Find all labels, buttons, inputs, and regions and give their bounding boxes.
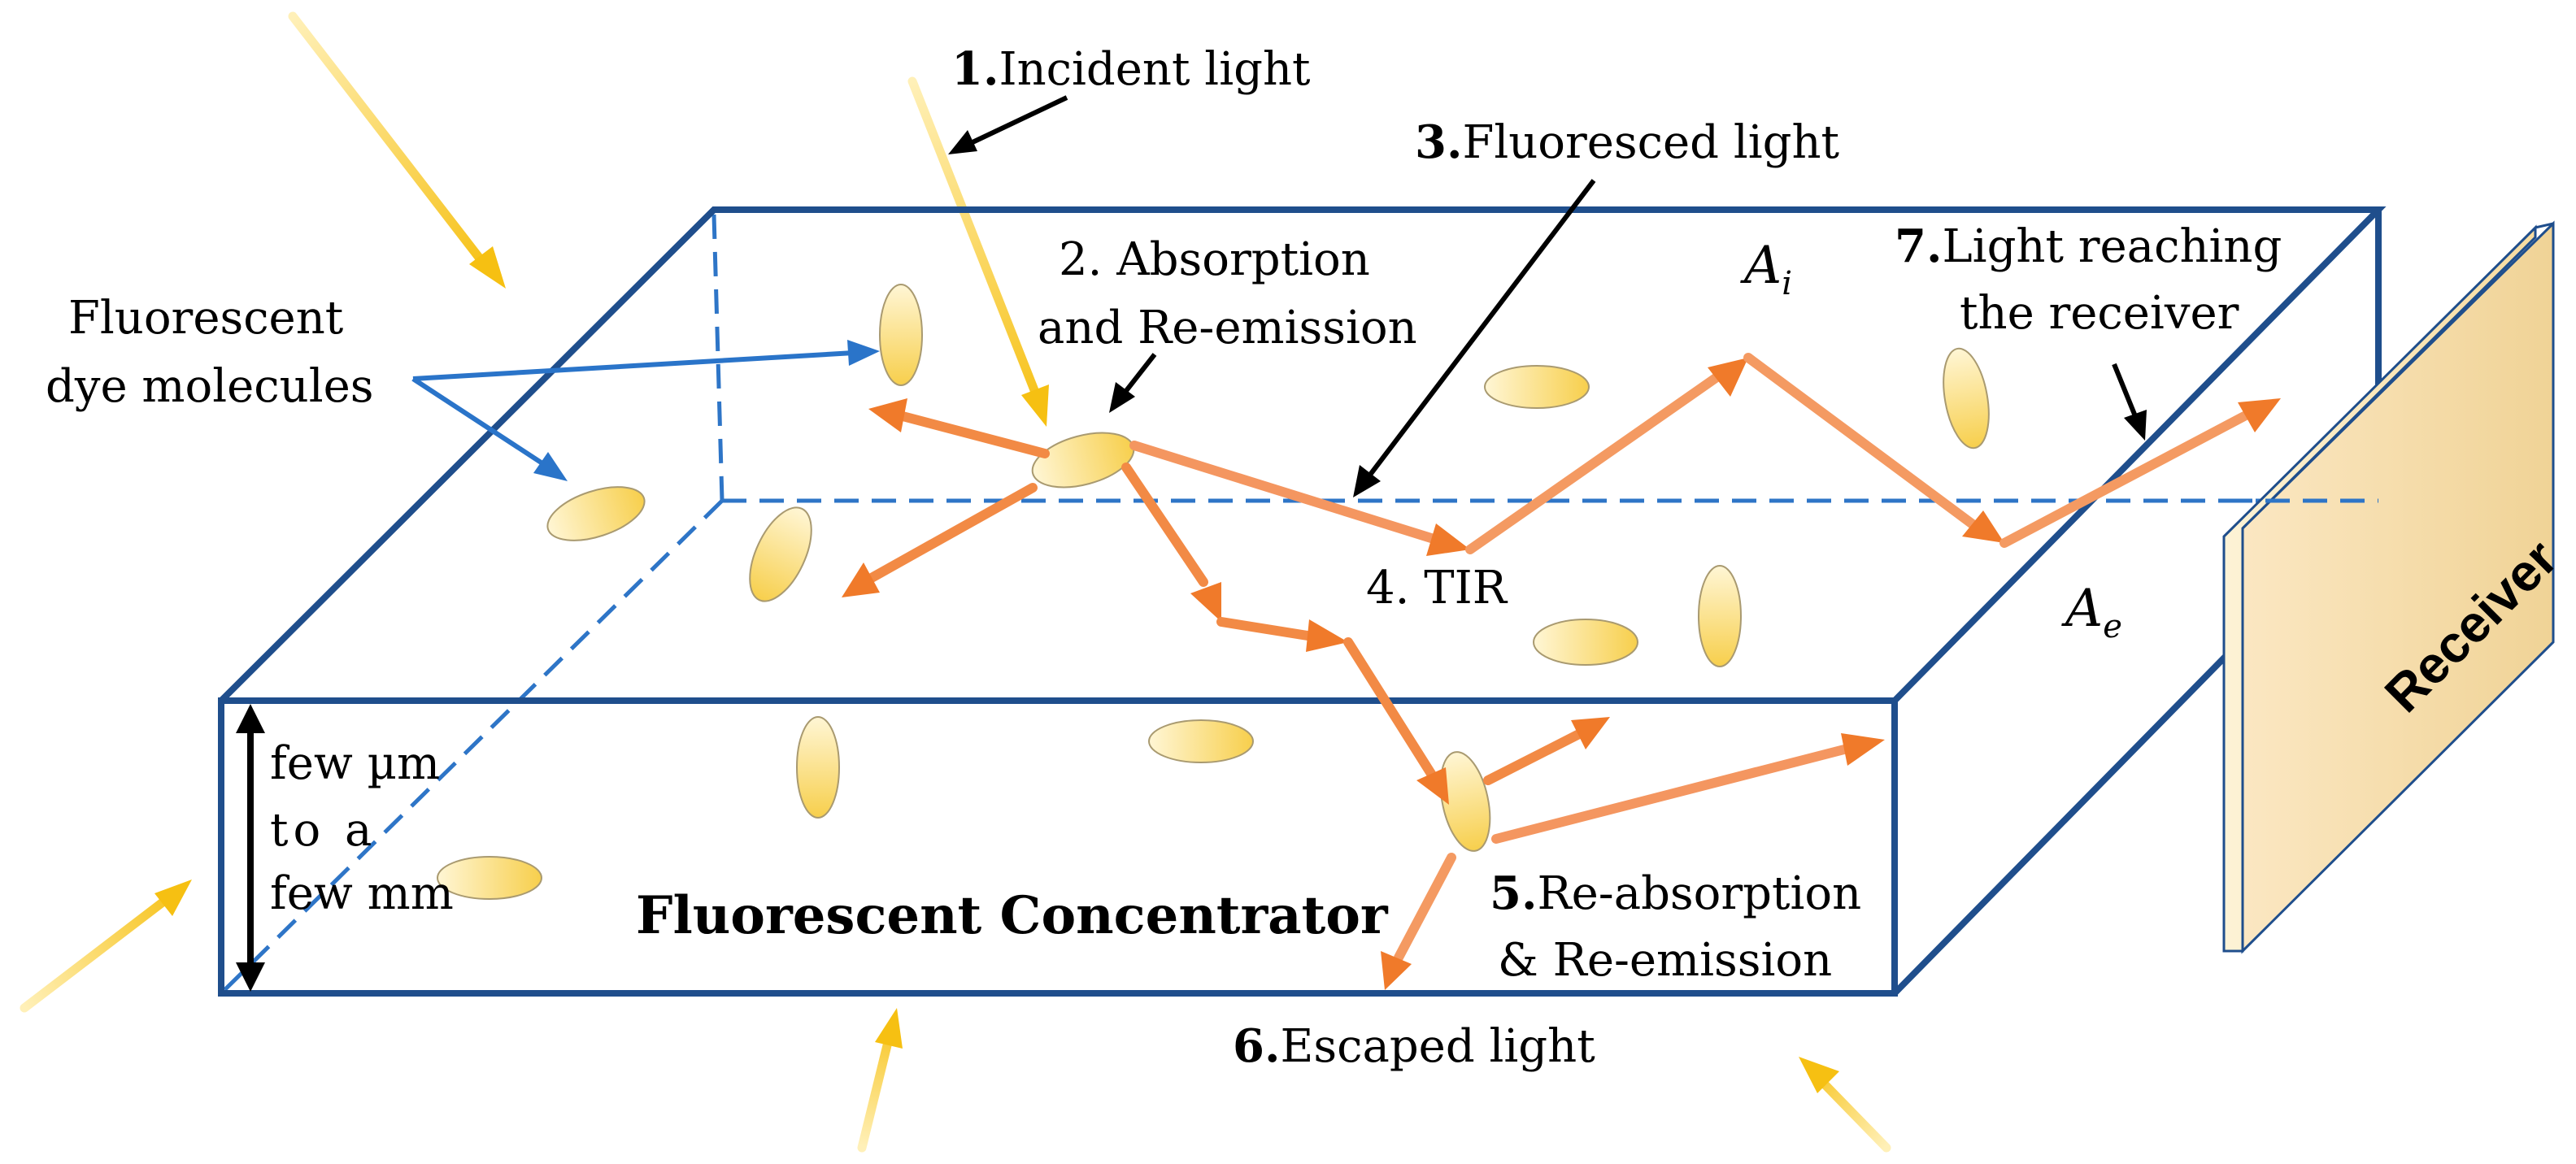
reaching-number: 7. xyxy=(1895,219,1942,273)
incident-arrow-main xyxy=(907,76,1049,427)
dye-label-line2: dye molecules xyxy=(46,360,374,413)
thickness-label-line2: to a xyxy=(270,804,376,857)
thickness-label-line3: few mm xyxy=(270,867,454,920)
dye-pointer-arrows xyxy=(411,340,880,481)
label-pointer-arrows xyxy=(236,95,2147,992)
reabsorption-label: 5.Re-absorption xyxy=(1490,866,1861,920)
reabsorption-text-line1: Re-absorption xyxy=(1537,867,1861,920)
concentrator-box xyxy=(218,206,2387,997)
text-labels: 1.Incident light 3.Fluoresced light 2. A… xyxy=(46,42,2282,1073)
dye-molecules xyxy=(437,284,1990,900)
pointer-arrows xyxy=(236,95,2147,992)
dye-molecule xyxy=(546,486,646,541)
concentrator-label: Fluorescent Concentrator xyxy=(636,885,1389,946)
dye-molecule xyxy=(1484,365,1590,409)
escaped-text: Escaped light xyxy=(1280,1020,1595,1073)
area-inner-label: Ai xyxy=(1740,236,1792,302)
dye-molecule xyxy=(796,716,840,819)
incident-number: 1. xyxy=(951,42,999,96)
incident-arrow-top-left xyxy=(288,11,506,289)
reaching-label: 7.Light reaching xyxy=(1895,219,2282,273)
escaped-number: 6. xyxy=(1233,1019,1280,1073)
reabsorption-path xyxy=(1121,463,1449,805)
dye-molecule xyxy=(1031,432,1135,489)
fluoresced-light-paths xyxy=(842,353,2281,990)
dye-molecule xyxy=(1698,565,1742,667)
reemission-arrows xyxy=(1381,717,1885,990)
dye-molecule xyxy=(437,856,542,900)
dye-molecule xyxy=(879,284,923,386)
dye-molecule xyxy=(1943,347,1990,450)
dye-molecule xyxy=(1148,719,1254,763)
tir-label: 4. TIR xyxy=(1366,562,1508,615)
tir-path xyxy=(1129,353,2281,556)
fluoresced-number: 3. xyxy=(1415,115,1462,169)
hidden-edges xyxy=(220,214,2378,995)
fluoresced-label: 3.Fluoresced light xyxy=(1415,115,1840,169)
reaching-text-line1: Light reaching xyxy=(1942,220,2282,273)
incident-arrow-bottom xyxy=(857,1008,903,1153)
reaching-label-line2: the receiver xyxy=(1960,287,2239,340)
receiver-panel: Receiver xyxy=(2222,220,2569,954)
incident-arrow-bottom-right xyxy=(1799,1057,1891,1153)
area-edge-label: Ae xyxy=(2061,579,2122,645)
reabsorption-label-line2: & Re-emission xyxy=(1498,934,1832,987)
emission-arrow-up-left xyxy=(868,398,1050,458)
receiver-face xyxy=(2241,220,2555,954)
reabsorption-number: 5. xyxy=(1490,866,1537,920)
absorption-label-line1: 2. Absorption xyxy=(1059,233,1370,286)
incident-light-arrows xyxy=(20,11,1891,1153)
thickness-label-line1: few µm xyxy=(270,737,440,790)
absorption-label-line2: and Re-emission xyxy=(1038,302,1417,354)
top-face-edges xyxy=(219,206,2387,703)
emission-arrow-down-left xyxy=(842,483,1038,597)
dye-molecule xyxy=(1533,619,1638,666)
incident-text: Incident light xyxy=(999,43,1311,96)
incident-label: 1.Incident light xyxy=(951,42,1311,96)
dye-molecule xyxy=(749,506,812,602)
escaped-label: 6.Escaped light xyxy=(1233,1019,1595,1073)
dye-label-line1: Fluorescent xyxy=(68,292,344,345)
incident-arrow-left xyxy=(20,880,192,1013)
dye-molecule xyxy=(1439,751,1491,852)
fluoresced-text: Fluoresced light xyxy=(1462,116,1839,169)
